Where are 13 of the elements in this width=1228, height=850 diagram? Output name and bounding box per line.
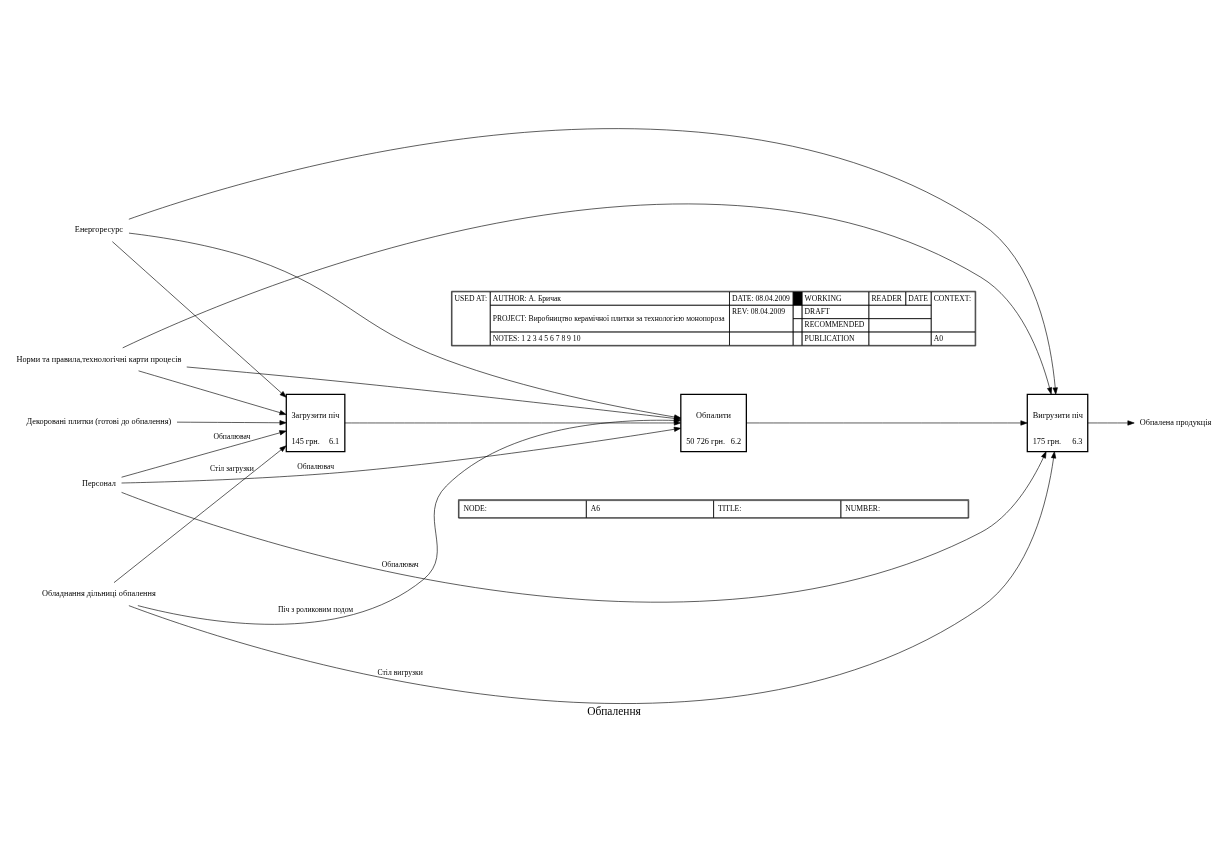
arrow <box>113 445 287 583</box>
arrow <box>128 451 1057 704</box>
arrow <box>1087 420 1135 426</box>
arrow <box>112 241 287 398</box>
arrow <box>128 129 1058 395</box>
arrow <box>122 204 1053 395</box>
arrow <box>121 426 681 484</box>
arrow <box>121 430 287 478</box>
arrow <box>176 420 287 426</box>
arrow <box>121 451 1047 603</box>
arrow <box>746 420 1028 426</box>
diagram-title: Обпалення <box>587 705 641 718</box>
arrow <box>138 370 287 416</box>
